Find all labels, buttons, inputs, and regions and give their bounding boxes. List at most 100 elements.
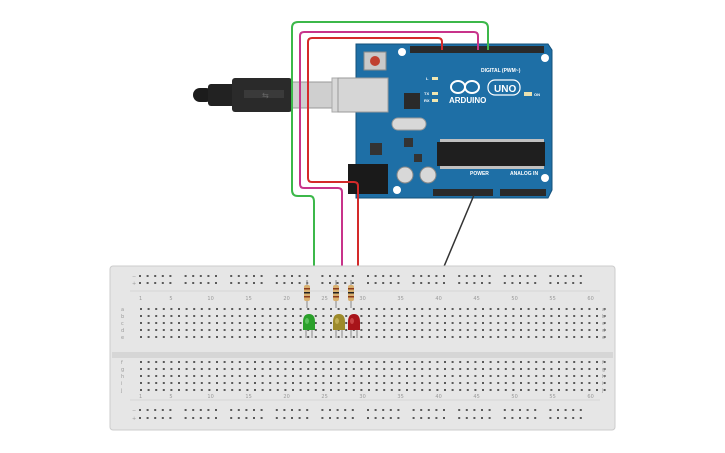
breadboard-hole[interactable] bbox=[550, 322, 553, 324]
breadboard-hole[interactable] bbox=[216, 322, 218, 324]
breadboard-hole[interactable] bbox=[603, 375, 606, 377]
led-red[interactable] bbox=[348, 314, 360, 338]
breadboard-hole[interactable] bbox=[322, 382, 325, 384]
breadboard-hole[interactable] bbox=[474, 389, 477, 391]
breadboard-hole[interactable] bbox=[406, 361, 408, 363]
breadboard-hole[interactable] bbox=[276, 361, 279, 363]
breadboard-hole[interactable] bbox=[466, 308, 469, 310]
breadboard-hole[interactable] bbox=[572, 275, 575, 277]
breadboard-hole[interactable] bbox=[512, 361, 515, 363]
breadboard-hole[interactable] bbox=[162, 375, 165, 377]
breadboard-hole[interactable] bbox=[428, 368, 431, 370]
breadboard-hole[interactable] bbox=[321, 282, 324, 284]
breadboard-hole[interactable] bbox=[275, 417, 278, 419]
breadboard-hole[interactable] bbox=[596, 375, 598, 377]
breadboard-hole[interactable] bbox=[208, 382, 211, 384]
breadboard-hole[interactable] bbox=[489, 308, 492, 310]
breadboard-hole[interactable] bbox=[565, 308, 568, 310]
breadboard-hole[interactable] bbox=[238, 361, 241, 363]
breadboard-hole[interactable] bbox=[352, 361, 355, 363]
breadboard-hole[interactable] bbox=[161, 275, 164, 277]
wires[interactable] bbox=[291, 21, 489, 318]
breadboard-hole[interactable] bbox=[178, 329, 180, 331]
breadboard-hole[interactable] bbox=[184, 282, 187, 284]
breadboard-hole[interactable] bbox=[154, 417, 157, 419]
breadboard-hole[interactable] bbox=[427, 409, 430, 411]
breadboard-hole[interactable] bbox=[330, 322, 332, 324]
breadboard-hole[interactable] bbox=[336, 417, 339, 419]
breadboard-hole[interactable] bbox=[398, 361, 401, 363]
breadboard-hole[interactable] bbox=[497, 368, 500, 370]
breadboard-hole[interactable] bbox=[421, 322, 424, 324]
breadboard-hole[interactable] bbox=[351, 275, 354, 277]
breadboard-hole[interactable] bbox=[579, 417, 582, 419]
breadboard-hole[interactable] bbox=[503, 275, 506, 277]
breadboard-hole[interactable] bbox=[146, 282, 149, 284]
breadboard-hole[interactable] bbox=[147, 329, 150, 331]
breadboard-hole[interactable] bbox=[375, 389, 378, 391]
breadboard-hole[interactable] bbox=[298, 282, 301, 284]
breadboard-hole[interactable] bbox=[383, 315, 386, 317]
breadboard-hole[interactable] bbox=[489, 368, 492, 370]
breadboard-hole[interactable] bbox=[588, 336, 591, 338]
leds[interactable] bbox=[303, 314, 360, 338]
breadboard-hole[interactable] bbox=[193, 322, 196, 324]
breadboard-hole[interactable] bbox=[451, 368, 454, 370]
breadboard-hole[interactable] bbox=[140, 315, 142, 317]
breadboard-hole[interactable] bbox=[360, 315, 363, 317]
breadboard-hole[interactable] bbox=[208, 375, 211, 377]
breadboard-hole[interactable] bbox=[374, 417, 377, 419]
breadboard-hole[interactable] bbox=[435, 282, 438, 284]
breadboard-hole[interactable] bbox=[542, 329, 545, 331]
breadboard-hole[interactable] bbox=[360, 329, 363, 331]
breadboard-hole[interactable] bbox=[542, 375, 545, 377]
breadboard-hole[interactable] bbox=[276, 322, 279, 324]
breadboard-hole[interactable] bbox=[504, 322, 507, 324]
breadboard-hole[interactable] bbox=[436, 375, 439, 377]
breadboard-hole[interactable] bbox=[330, 382, 332, 384]
breadboard-hole[interactable] bbox=[246, 336, 249, 338]
breadboard-hole[interactable] bbox=[329, 282, 331, 284]
breadboard-hole[interactable] bbox=[550, 361, 553, 363]
breadboard-hole[interactable] bbox=[223, 389, 226, 391]
breadboard-hole[interactable] bbox=[458, 409, 461, 411]
breadboard-hole[interactable] bbox=[558, 368, 560, 370]
breadboard-hole[interactable] bbox=[314, 322, 317, 324]
breadboard-hole[interactable] bbox=[306, 417, 309, 419]
breadboard-hole[interactable] bbox=[504, 375, 507, 377]
breadboard-hole[interactable] bbox=[162, 368, 165, 370]
breadboard-hole[interactable] bbox=[368, 375, 370, 377]
breadboard-hole[interactable] bbox=[375, 329, 378, 331]
breadboard-hole[interactable] bbox=[140, 308, 142, 310]
breadboard-hole[interactable] bbox=[162, 361, 165, 363]
breadboard-hole[interactable] bbox=[216, 389, 218, 391]
breadboard-hole[interactable] bbox=[512, 368, 515, 370]
breadboard-hole[interactable] bbox=[511, 409, 514, 411]
breadboard-hole[interactable] bbox=[238, 368, 241, 370]
breadboard-hole[interactable] bbox=[337, 375, 340, 377]
breadboard-hole[interactable] bbox=[223, 308, 226, 310]
breadboard-hole[interactable] bbox=[390, 329, 393, 331]
breadboard-hole[interactable] bbox=[451, 361, 454, 363]
breadboard-hole[interactable] bbox=[474, 361, 477, 363]
breadboard-hole[interactable] bbox=[504, 336, 507, 338]
breadboard-hole[interactable] bbox=[146, 275, 149, 277]
breadboard-hole[interactable] bbox=[351, 409, 354, 411]
breadboard-hole[interactable] bbox=[588, 315, 591, 317]
breadboard-hole[interactable] bbox=[231, 329, 234, 331]
breadboard-hole[interactable] bbox=[322, 375, 325, 377]
breadboard-hole[interactable] bbox=[230, 282, 233, 284]
breadboard-hole[interactable] bbox=[549, 417, 552, 419]
breadboard-hole[interactable] bbox=[459, 361, 462, 363]
breadboard-hole[interactable] bbox=[542, 308, 545, 310]
breadboard-hole[interactable] bbox=[330, 308, 332, 310]
breadboard-hole[interactable] bbox=[459, 375, 462, 377]
breadboard-hole[interactable] bbox=[200, 368, 203, 370]
breadboard-hole[interactable] bbox=[474, 308, 477, 310]
breadboard-hole[interactable] bbox=[230, 417, 233, 419]
breadboard-hole[interactable] bbox=[428, 375, 431, 377]
breadboard-hole[interactable] bbox=[337, 308, 340, 310]
breadboard-hole[interactable] bbox=[269, 361, 272, 363]
breadboard-hole[interactable] bbox=[269, 336, 272, 338]
